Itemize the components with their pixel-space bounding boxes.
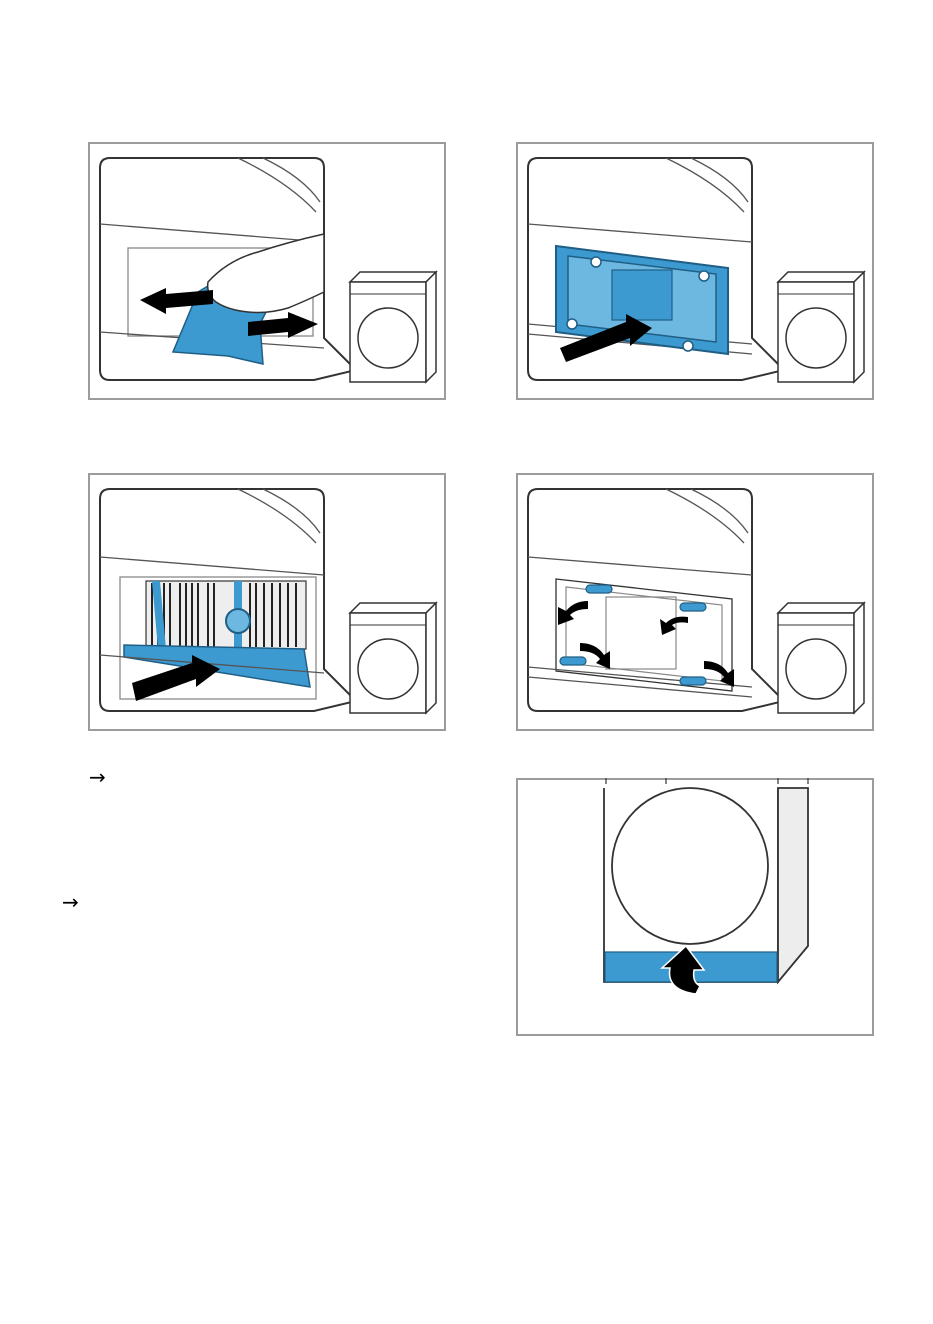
dryer-front-icon (604, 788, 808, 982)
illustration-remove-fluff (88, 142, 446, 400)
illustration-insert-frame (516, 142, 874, 400)
dryer-thumbnail-icon (778, 272, 864, 382)
illustration-lock-levers (516, 473, 874, 731)
dryer-thumbnail-icon (350, 272, 436, 382)
arrow-note-1: → (89, 767, 106, 787)
illustration-insert-filter (88, 473, 446, 731)
dryer-thumbnail-icon (778, 603, 864, 713)
dryer-thumbnail-icon (350, 603, 436, 713)
arrow-note-2: → (62, 892, 79, 912)
illustration-close-flap (516, 778, 874, 1036)
